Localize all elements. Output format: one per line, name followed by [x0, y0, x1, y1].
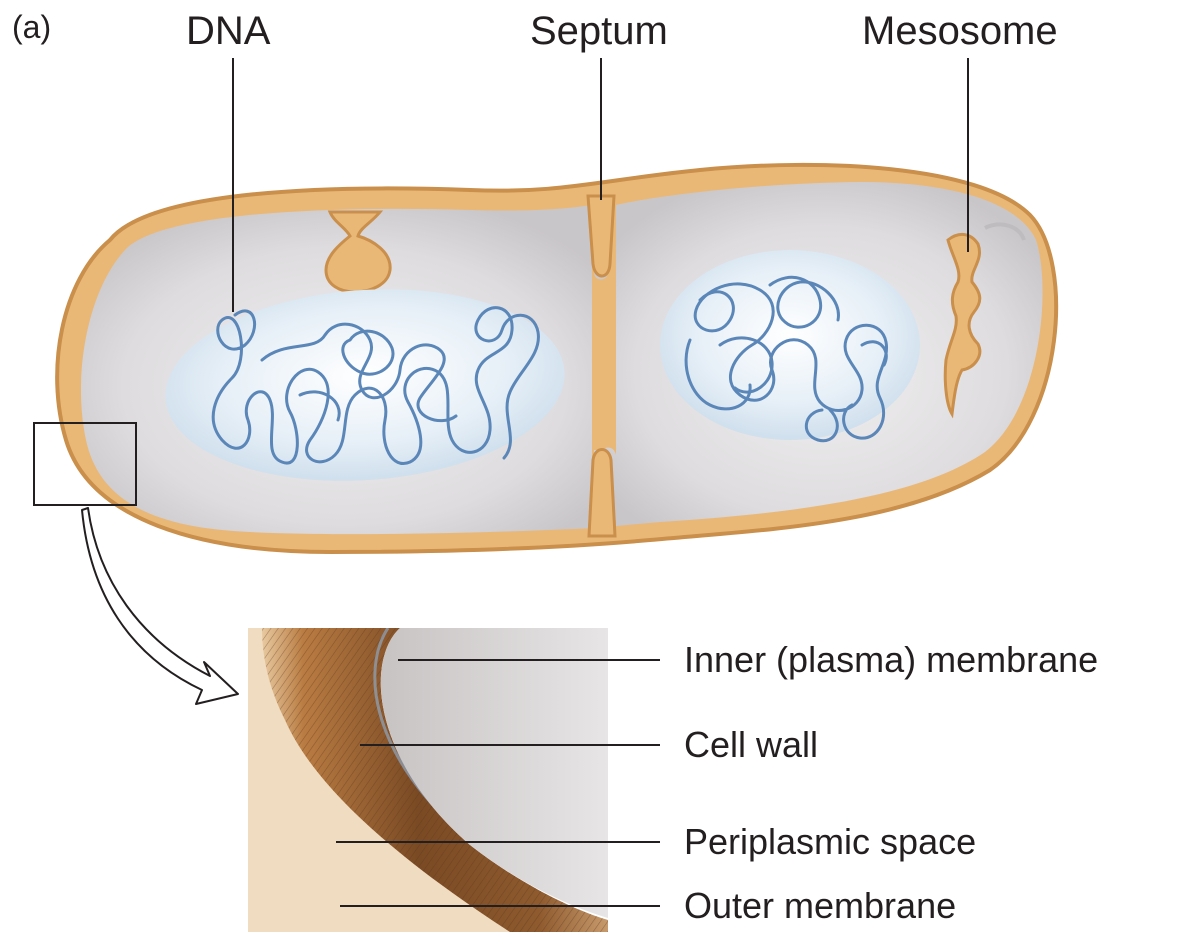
- mesosome-label: Mesosome: [862, 9, 1058, 53]
- dna-label: DNA: [186, 9, 271, 53]
- cell-wall-label: Cell wall: [684, 724, 818, 765]
- septum-top: [588, 196, 614, 276]
- outer-membrane-label: Outer membrane: [684, 885, 956, 926]
- septum-label: Septum: [530, 9, 668, 53]
- envelope-detail: [248, 628, 608, 932]
- periplasmic-space-label: Periplasmic space: [684, 821, 976, 862]
- septum-bottom: [589, 450, 615, 537]
- inner-membrane-label: Inner (plasma) membrane: [684, 639, 1098, 680]
- panel-label: (a): [12, 9, 51, 45]
